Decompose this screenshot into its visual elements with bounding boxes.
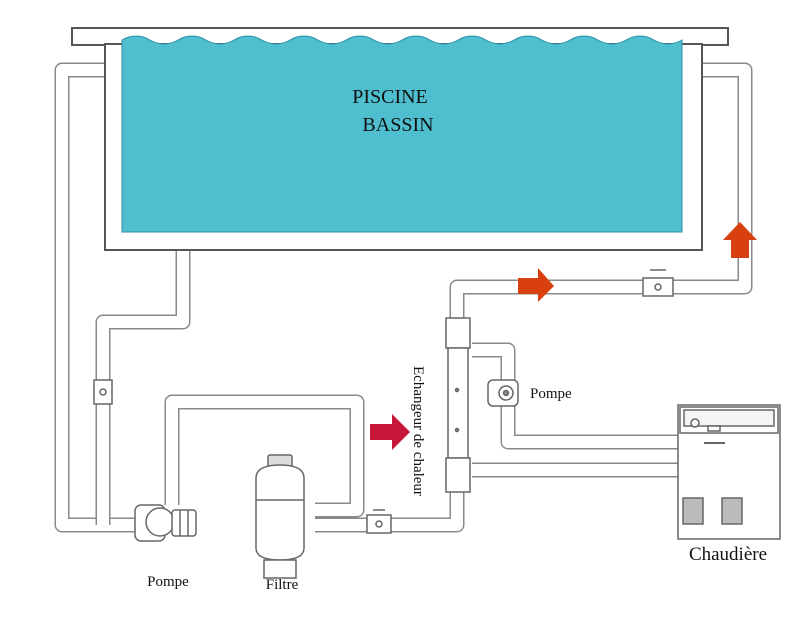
pool-label-line1: PISCINE xyxy=(352,86,428,108)
circulator-pump-label: Pompe xyxy=(530,386,572,402)
pool-label-line2: BASSIN xyxy=(362,114,433,136)
heat-exchanger-label: Echangeur de chaleur xyxy=(410,366,426,496)
boiler-label: Chaudière xyxy=(689,544,767,565)
main-pump-label: Pompe xyxy=(147,574,189,590)
boiler xyxy=(677,404,781,540)
sand-filter xyxy=(255,454,305,579)
main-pump xyxy=(134,504,197,542)
valve-left xyxy=(93,379,113,405)
flow-arrow-orange-right-icon xyxy=(518,268,554,302)
pool: PISCINE BASSIN xyxy=(71,27,729,251)
flow-arrow-orange-up-icon xyxy=(723,222,757,258)
flow-arrow-red-icon xyxy=(370,414,410,450)
pool-water xyxy=(121,35,683,233)
valve-top xyxy=(642,269,674,297)
pipe-network xyxy=(54,62,753,533)
circulator-pump xyxy=(487,379,519,407)
valve-bottom xyxy=(366,509,392,534)
heat-exchanger xyxy=(445,317,471,493)
filter-label: Filtre xyxy=(266,577,299,593)
